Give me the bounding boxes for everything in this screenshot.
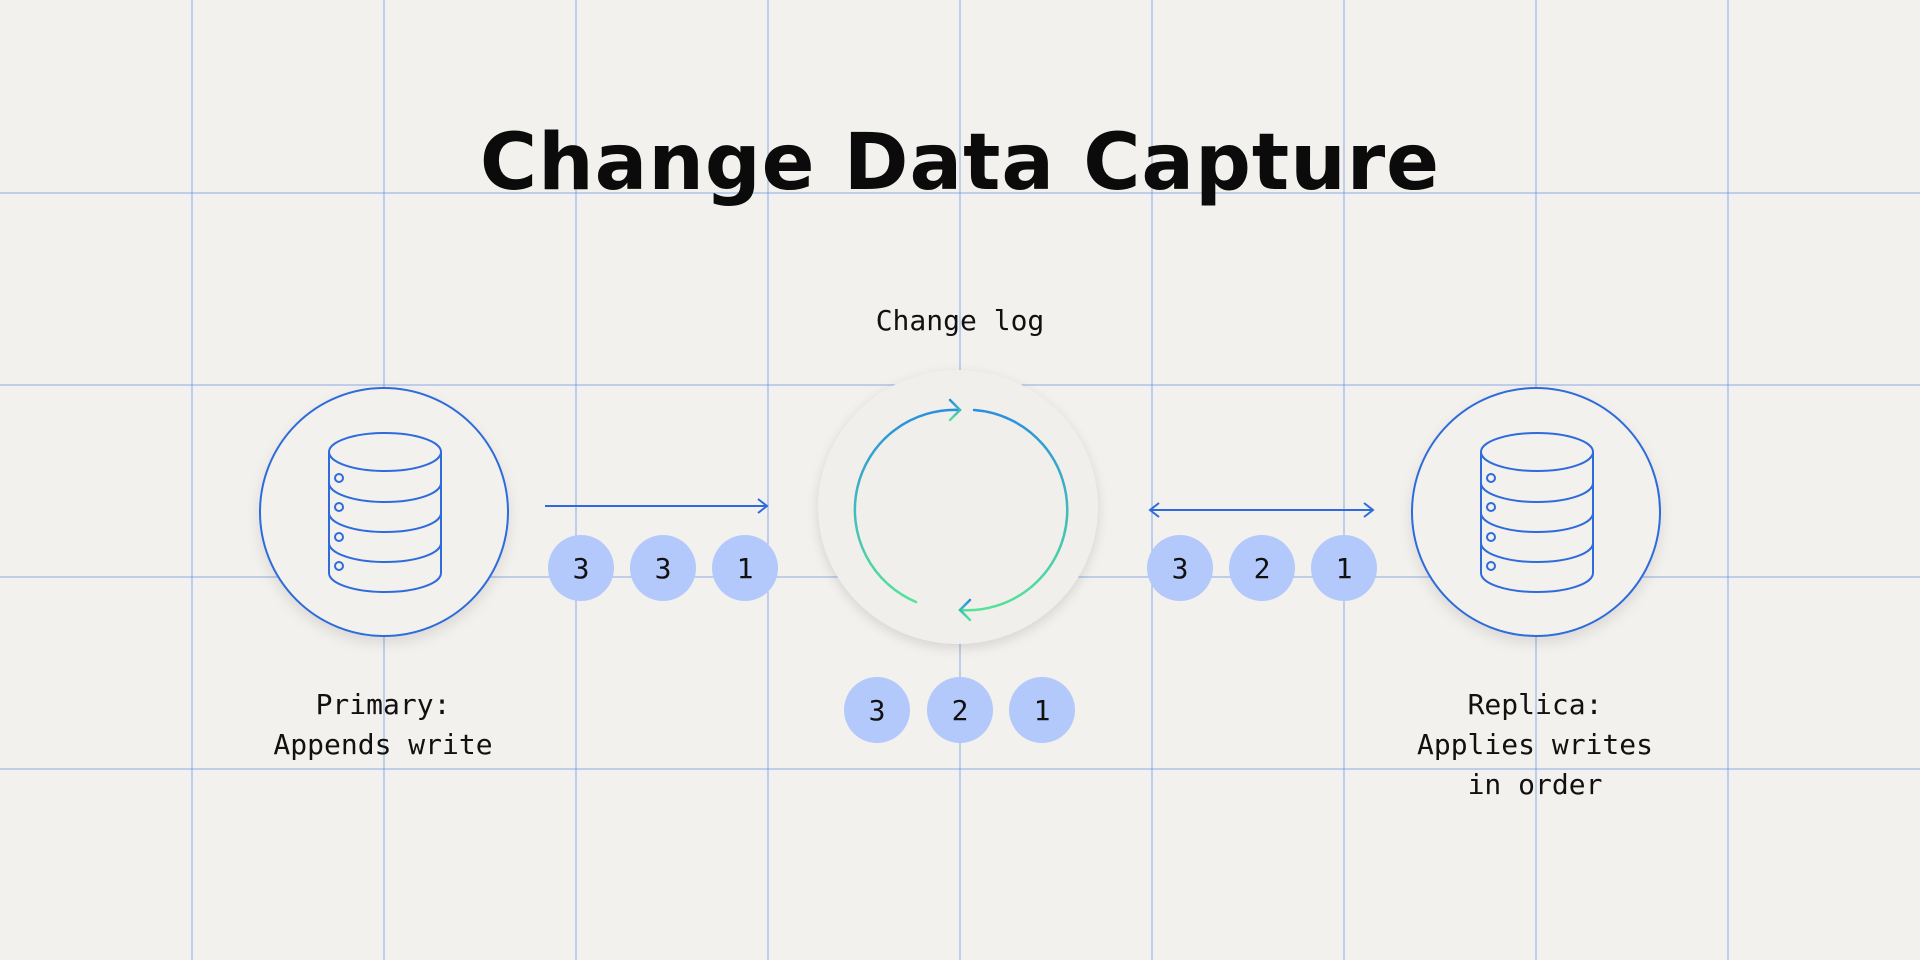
queue-badge: 3 bbox=[548, 535, 614, 601]
change-log-label: Change log bbox=[875, 304, 1045, 337]
primary-database-node[interactable] bbox=[259, 387, 509, 637]
change-log-node[interactable] bbox=[818, 370, 1098, 644]
replica-label: Replica: Applies writes in order bbox=[1416, 688, 1653, 801]
replica-database-node[interactable] bbox=[1411, 387, 1661, 637]
queue-badge: 1 bbox=[1311, 535, 1377, 601]
queue-badge: 3 bbox=[630, 535, 696, 601]
cycle-arrows-icon bbox=[853, 398, 1069, 622]
queue-badge: 2 bbox=[927, 677, 993, 743]
queue-badge: 3 bbox=[1147, 535, 1213, 601]
database-icon bbox=[328, 432, 442, 593]
queue-badge: 3 bbox=[844, 677, 910, 743]
database-icon bbox=[1480, 432, 1594, 593]
queue-badge: 1 bbox=[1009, 677, 1075, 743]
page-title: Change Data Capture bbox=[479, 118, 1441, 208]
queue-badge: 1 bbox=[712, 535, 778, 601]
queue-badge: 2 bbox=[1229, 535, 1295, 601]
primary-label: Primary: Appends write bbox=[273, 688, 493, 761]
